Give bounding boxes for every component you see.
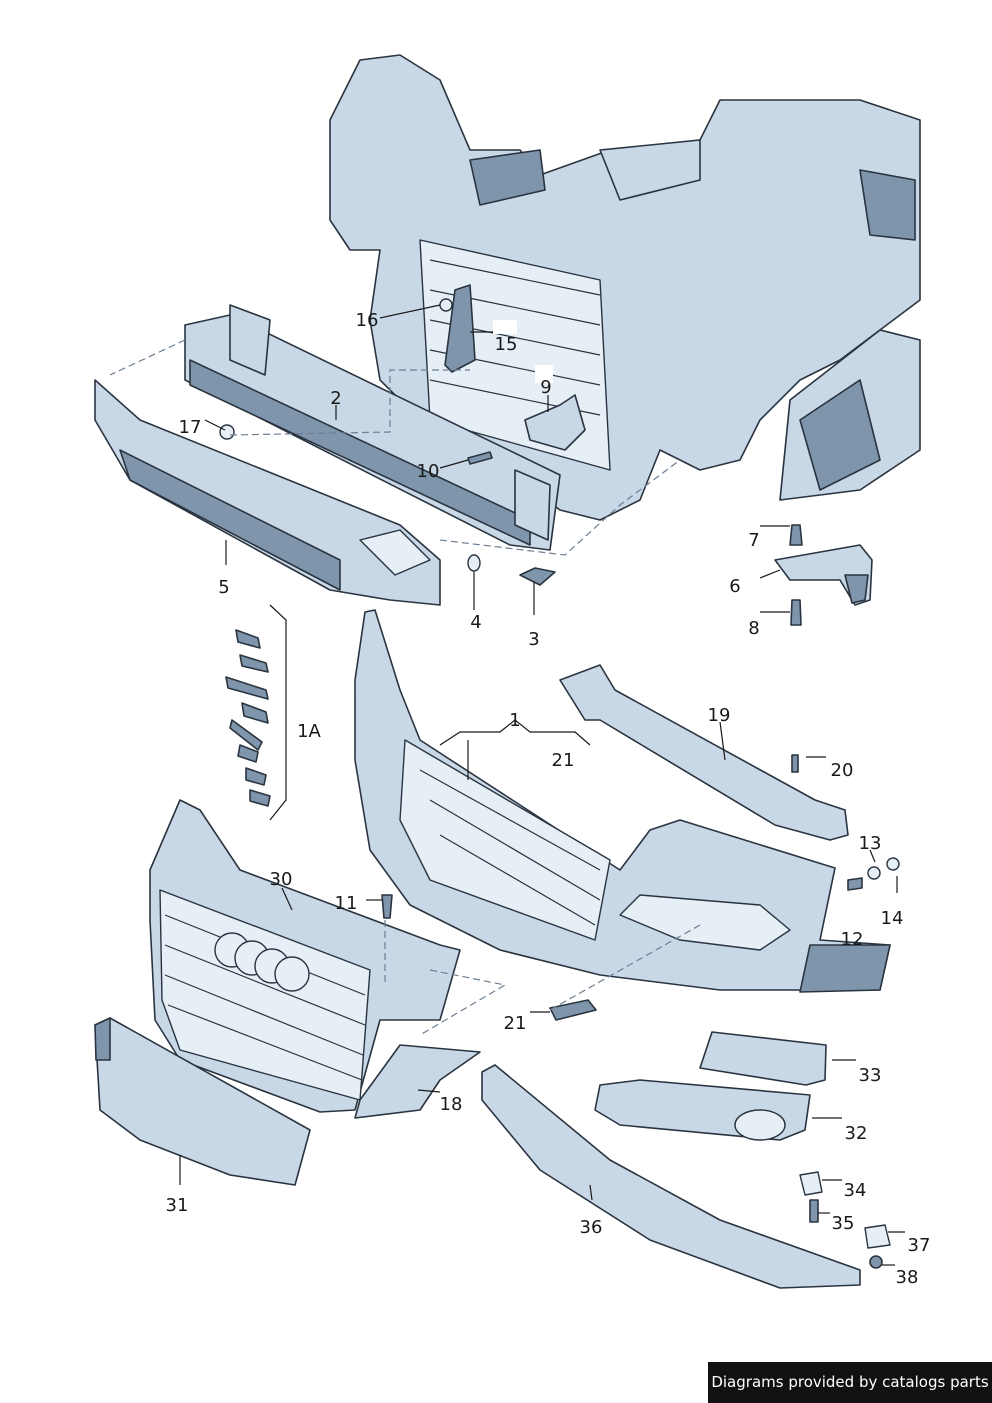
callout-20: 20 xyxy=(831,760,854,781)
callout-17: 17 xyxy=(179,417,202,438)
callout-30: 30 xyxy=(270,869,293,890)
callout-12: 12 xyxy=(841,929,864,950)
callout-14: 14 xyxy=(881,908,904,929)
callout-34: 34 xyxy=(844,1180,867,1201)
callout-38: 38 xyxy=(896,1267,919,1288)
callout-15: 15 xyxy=(495,334,518,355)
leader-lines xyxy=(179,304,905,1266)
callout-32: 32 xyxy=(845,1123,868,1144)
nut-37 xyxy=(864,1224,891,1249)
callout-9: 9 xyxy=(540,377,551,398)
screw-20 xyxy=(791,754,799,773)
callout-37: 37 xyxy=(908,1235,931,1256)
nut-13 xyxy=(867,866,881,880)
callout-33: 33 xyxy=(859,1065,882,1086)
clip-bracket-9 xyxy=(524,394,586,451)
fasteners xyxy=(219,424,900,1269)
callout-1: 1 xyxy=(509,710,520,731)
callout-1A: 1A xyxy=(297,721,321,742)
callout-2: 2 xyxy=(330,388,341,409)
callout-21-lower: 21 xyxy=(504,1013,527,1034)
air-guide-18 xyxy=(354,1044,481,1119)
clip-7 xyxy=(789,524,803,546)
bolt-3 xyxy=(519,567,556,586)
screw-38 xyxy=(869,1255,883,1269)
screw-8 xyxy=(790,599,802,626)
nut-17 xyxy=(219,424,235,440)
clip-34 xyxy=(799,1171,823,1196)
fog-lamp-grille xyxy=(594,1079,811,1141)
license-plate-holder xyxy=(94,1017,311,1186)
callout-labels: 1 1A 2 3 4 5 6 7 8 9 10 11 12 13 14 15 1… xyxy=(166,310,931,1288)
credit-banner: Diagrams provided by catalogs parts xyxy=(708,1362,992,1403)
side-guide-bracket xyxy=(774,544,873,606)
spoiler-36 xyxy=(481,1064,861,1289)
bumper-carrier-beam xyxy=(184,304,561,551)
screw-11 xyxy=(381,894,393,919)
washer-4 xyxy=(467,554,481,572)
nut-14 xyxy=(886,857,900,871)
callout-11: 11 xyxy=(335,893,358,914)
callout-18: 18 xyxy=(440,1094,463,1115)
bolt-13 xyxy=(847,877,863,891)
label-bg-15 xyxy=(493,320,517,334)
callout-13: 13 xyxy=(859,833,882,854)
callout-21-upper: 21 xyxy=(552,750,575,771)
trim-panel-33 xyxy=(699,1031,827,1086)
callout-3: 3 xyxy=(528,629,539,650)
bumper-cover xyxy=(354,609,891,993)
bolt-10 xyxy=(467,451,493,465)
assembly-dash-lines xyxy=(109,339,701,1036)
callout-4: 4 xyxy=(470,612,481,633)
callout-5: 5 xyxy=(218,577,229,598)
fastener-kit-1A xyxy=(225,604,287,821)
energy-absorber xyxy=(94,379,441,606)
callout-16: 16 xyxy=(356,310,379,331)
label-bg-9 xyxy=(535,365,553,383)
callout-31: 31 xyxy=(166,1195,189,1216)
callout-19: 19 xyxy=(708,705,731,726)
tow-eye-cap xyxy=(549,999,597,1021)
logo-ring-4 xyxy=(274,956,310,992)
screw-35 xyxy=(809,1199,819,1223)
radiator-bracket xyxy=(439,284,476,373)
callout-8: 8 xyxy=(748,618,759,639)
upper-guide xyxy=(559,664,849,841)
callout-35: 35 xyxy=(832,1213,855,1234)
callout-6: 6 xyxy=(729,576,740,597)
callout-7: 7 xyxy=(748,530,759,551)
callout-36: 36 xyxy=(580,1217,603,1238)
callout-10: 10 xyxy=(417,461,440,482)
radiator-grille xyxy=(149,799,461,1113)
